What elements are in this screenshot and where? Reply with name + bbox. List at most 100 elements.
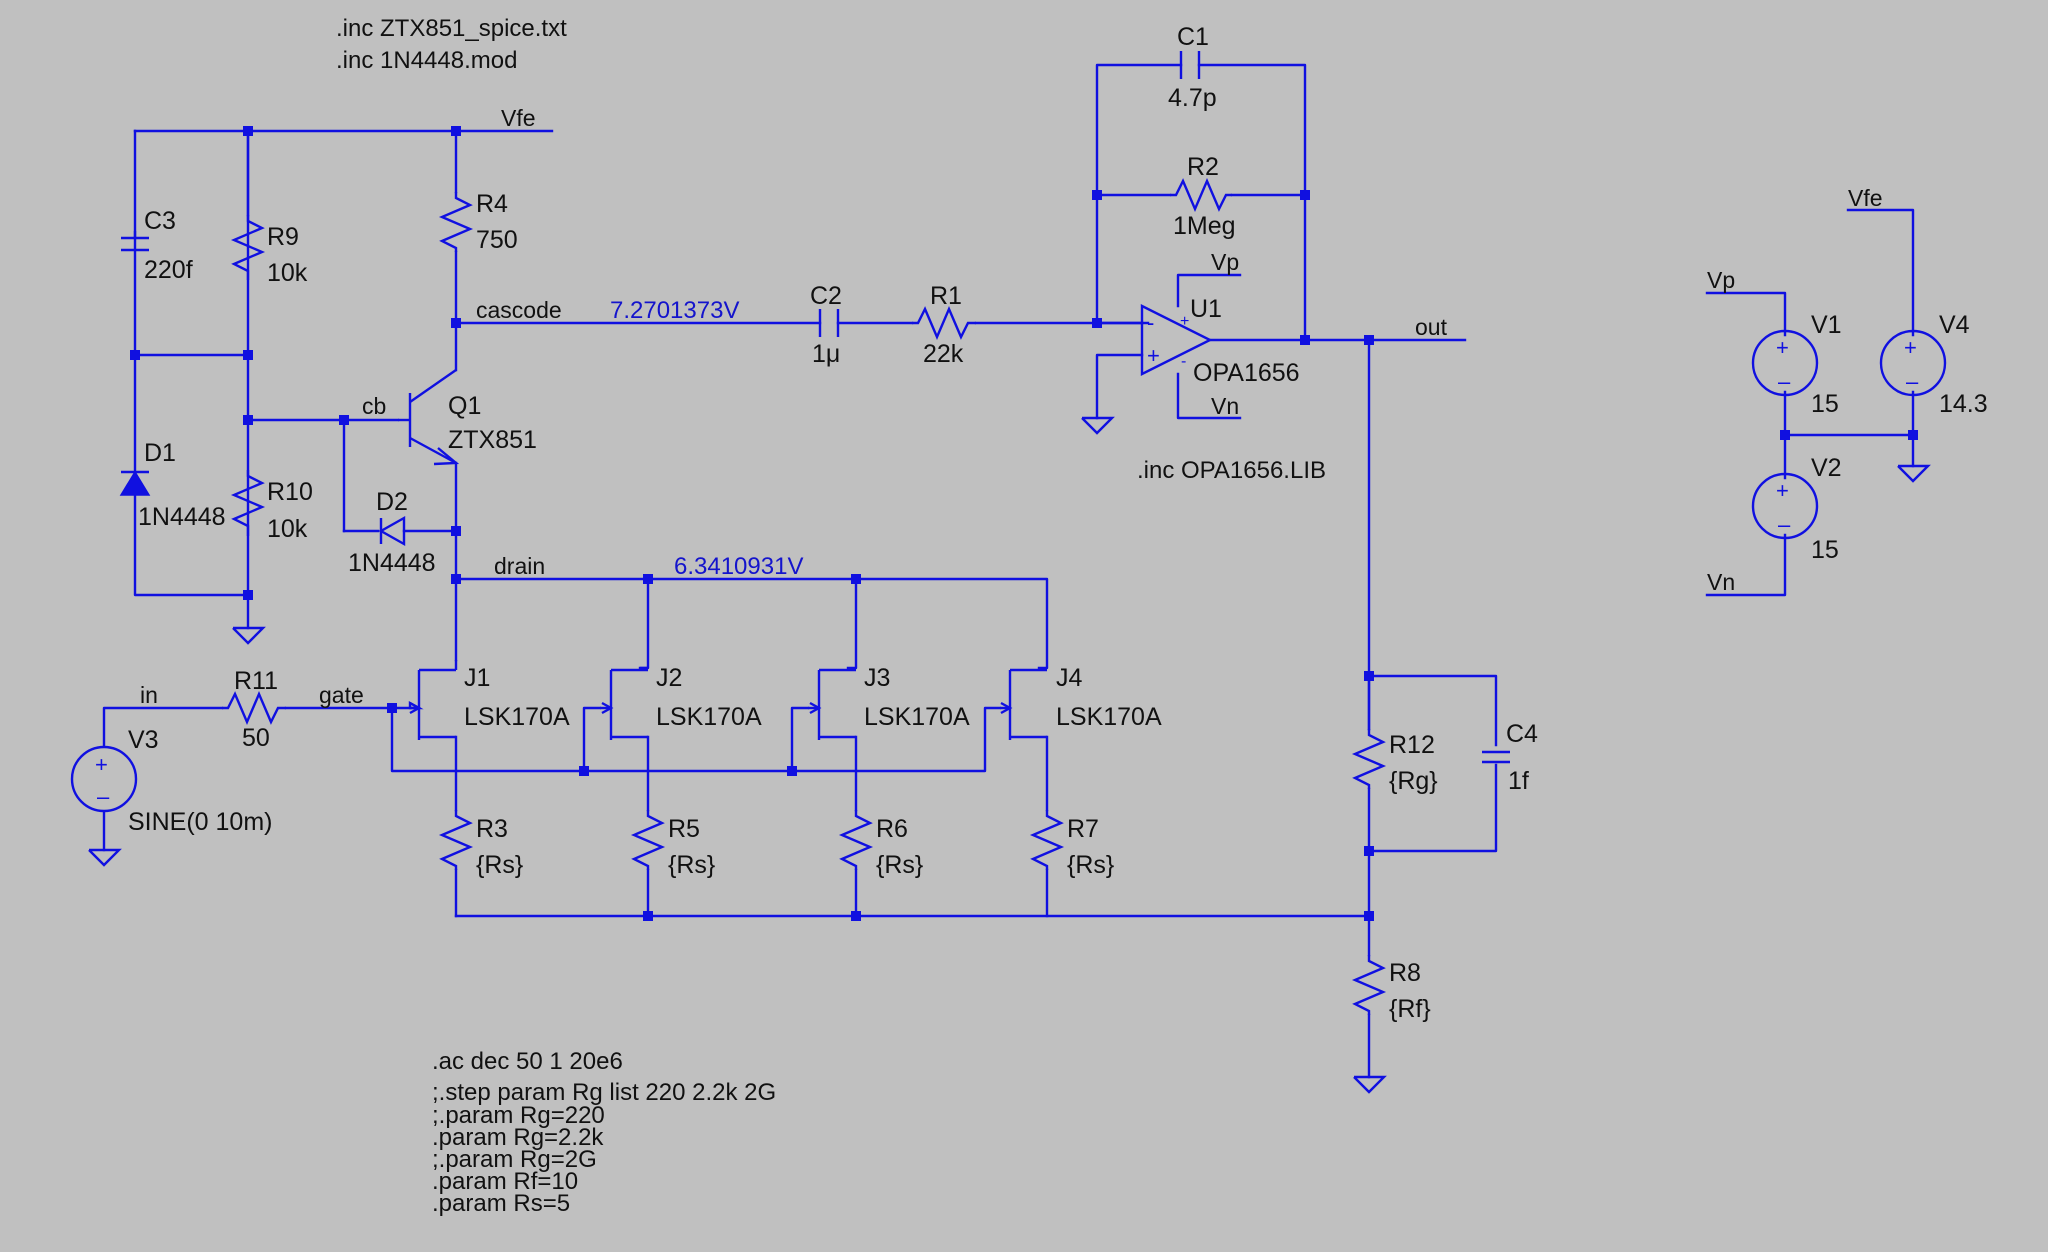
label-v1-value: 15 bbox=[1811, 390, 1839, 418]
net-label-out: out bbox=[1415, 314, 1448, 340]
label-r12-name: R12 bbox=[1389, 731, 1435, 759]
directive-sim-3: .param Rg=2.2k bbox=[432, 1124, 604, 1151]
label-j4-value: LSK170A bbox=[1056, 703, 1162, 731]
label-r7-value: {Rs} bbox=[1067, 851, 1114, 879]
label-c1-name: C1 bbox=[1177, 23, 1209, 51]
label-r3-name: R3 bbox=[476, 815, 508, 843]
label-v4-value: 14.3 bbox=[1939, 390, 1988, 418]
ground-supplies bbox=[1897, 464, 1931, 483]
jfet-j2[interactable] bbox=[600, 666, 648, 740]
label-c4-value: 1f bbox=[1508, 767, 1529, 795]
diode-d2[interactable] bbox=[378, 515, 406, 547]
ground-opamp bbox=[1081, 416, 1115, 435]
capacitor-c2[interactable] bbox=[818, 309, 840, 337]
opamp-plus-in: + bbox=[1147, 343, 1160, 368]
label-j4-name: J4 bbox=[1056, 664, 1083, 692]
source-v4[interactable]: + – bbox=[1879, 329, 1947, 397]
label-r6-name: R6 bbox=[876, 815, 908, 843]
resistor-r1[interactable] bbox=[912, 305, 976, 341]
jfet-j4[interactable] bbox=[1000, 668, 1047, 740]
resistor-r6[interactable] bbox=[838, 810, 874, 870]
capacitor-c4[interactable] bbox=[1482, 750, 1510, 764]
label-c4-name: C4 bbox=[1506, 720, 1538, 748]
opamp-minus-in: - bbox=[1147, 310, 1154, 335]
net-label-gate: gate bbox=[319, 682, 364, 708]
opamp-u1[interactable]: - + + - bbox=[1140, 304, 1213, 376]
directive-sim-0: .ac dec 50 1 20e6 bbox=[432, 1048, 623, 1075]
v1-minus-sign: – bbox=[1778, 369, 1791, 394]
v4-plus-sign: + bbox=[1904, 335, 1917, 360]
resistor-r3[interactable] bbox=[438, 810, 474, 870]
label-j3-name: J3 bbox=[864, 664, 890, 692]
label-r2-value: 1Meg bbox=[1173, 212, 1236, 240]
ground-v3 bbox=[88, 848, 122, 867]
label-r8-value: {Rf} bbox=[1389, 995, 1431, 1023]
label-v2-name: V2 bbox=[1811, 454, 1842, 482]
capacitor-c3[interactable] bbox=[121, 230, 149, 252]
label-r11-value: 50 bbox=[242, 724, 270, 752]
net-label-vp-supply: Vp bbox=[1707, 267, 1735, 293]
v1-plus-sign: + bbox=[1776, 335, 1789, 360]
jfet-j3[interactable] bbox=[808, 668, 856, 740]
resistor-r7[interactable] bbox=[1029, 810, 1065, 870]
source-v3[interactable]: + – bbox=[70, 745, 138, 813]
wires bbox=[102, 63, 1915, 1079]
label-d1-value: 1N4448 bbox=[138, 503, 226, 531]
net-label-cb: cb bbox=[362, 393, 386, 419]
transistor-q1[interactable] bbox=[398, 369, 460, 466]
v3-minus-sign: – bbox=[97, 784, 110, 809]
label-c3-value: 220f bbox=[144, 256, 193, 284]
resistor-r2[interactable] bbox=[1170, 177, 1232, 213]
source-v2[interactable]: + – bbox=[1751, 472, 1819, 540]
v3-plus-sign: + bbox=[95, 752, 108, 777]
resistor-r9[interactable] bbox=[230, 215, 266, 280]
label-c1-value: 4.7p bbox=[1168, 84, 1217, 112]
net-label-drain: drain bbox=[494, 553, 545, 579]
opamp-minus-supply: - bbox=[1181, 353, 1186, 370]
ground-left-ladder bbox=[232, 626, 266, 645]
label-c3-name: C3 bbox=[144, 207, 176, 235]
resistor-r11[interactable] bbox=[222, 690, 286, 726]
resistor-r12[interactable] bbox=[1351, 729, 1387, 789]
directive-sim-6: .param Rs=5 bbox=[432, 1190, 570, 1217]
resistor-r8[interactable] bbox=[1351, 955, 1387, 1015]
label-r5-value: {Rs} bbox=[668, 851, 715, 879]
source-v1[interactable]: + – bbox=[1751, 329, 1819, 397]
opamp-plus-supply: + bbox=[1180, 313, 1189, 330]
label-j1-value: LSK170A bbox=[464, 703, 570, 731]
resistor-r10[interactable] bbox=[230, 470, 266, 536]
resistor-r4[interactable] bbox=[438, 192, 474, 252]
directive-inc-ztx: .inc ZTX851_spice.txt bbox=[336, 15, 567, 42]
label-r1-value: 22k bbox=[923, 340, 964, 368]
label-r10-name: R10 bbox=[267, 478, 313, 506]
voltage-cascode: 7.2701373V bbox=[610, 297, 739, 324]
label-r8-name: R8 bbox=[1389, 959, 1421, 987]
ground-r8 bbox=[1353, 1075, 1387, 1094]
v4-minus-sign: – bbox=[1906, 369, 1919, 394]
label-r1-name: R1 bbox=[930, 282, 962, 310]
directive-sim-2: ;.param Rg=220 bbox=[432, 1102, 605, 1129]
label-j1-name: J1 bbox=[464, 664, 490, 692]
capacitor-c1[interactable] bbox=[1179, 51, 1201, 79]
label-v2-value: 15 bbox=[1811, 536, 1839, 564]
v2-plus-sign: + bbox=[1776, 478, 1789, 503]
directive-sim-1: ;.step param Rg list 220 2.2k 2G bbox=[432, 1079, 776, 1106]
label-r10-value: 10k bbox=[267, 515, 308, 543]
label-d2-value: 1N4448 bbox=[348, 549, 436, 577]
label-r9-name: R9 bbox=[267, 223, 299, 251]
net-label-in: in bbox=[140, 682, 158, 708]
directive-inc-diode: .inc 1N4448.mod bbox=[336, 47, 517, 74]
label-v3-value: SINE(0 10m) bbox=[128, 808, 272, 836]
voltage-drain: 6.3410931V bbox=[674, 553, 803, 580]
label-c2-value: 1μ bbox=[812, 340, 840, 368]
net-label-vp-opamp: Vp bbox=[1211, 249, 1239, 275]
diode-d1[interactable] bbox=[119, 470, 151, 496]
label-r4-name: R4 bbox=[476, 190, 508, 218]
label-c2-name: C2 bbox=[810, 282, 842, 310]
directive-inc-opamp: .inc OPA1656.LIB bbox=[1137, 457, 1326, 484]
label-u1-value: OPA1656 bbox=[1193, 359, 1300, 387]
jfet-j1[interactable] bbox=[408, 660, 458, 740]
label-q1-name: Q1 bbox=[448, 392, 481, 420]
resistor-r5[interactable] bbox=[630, 810, 666, 870]
